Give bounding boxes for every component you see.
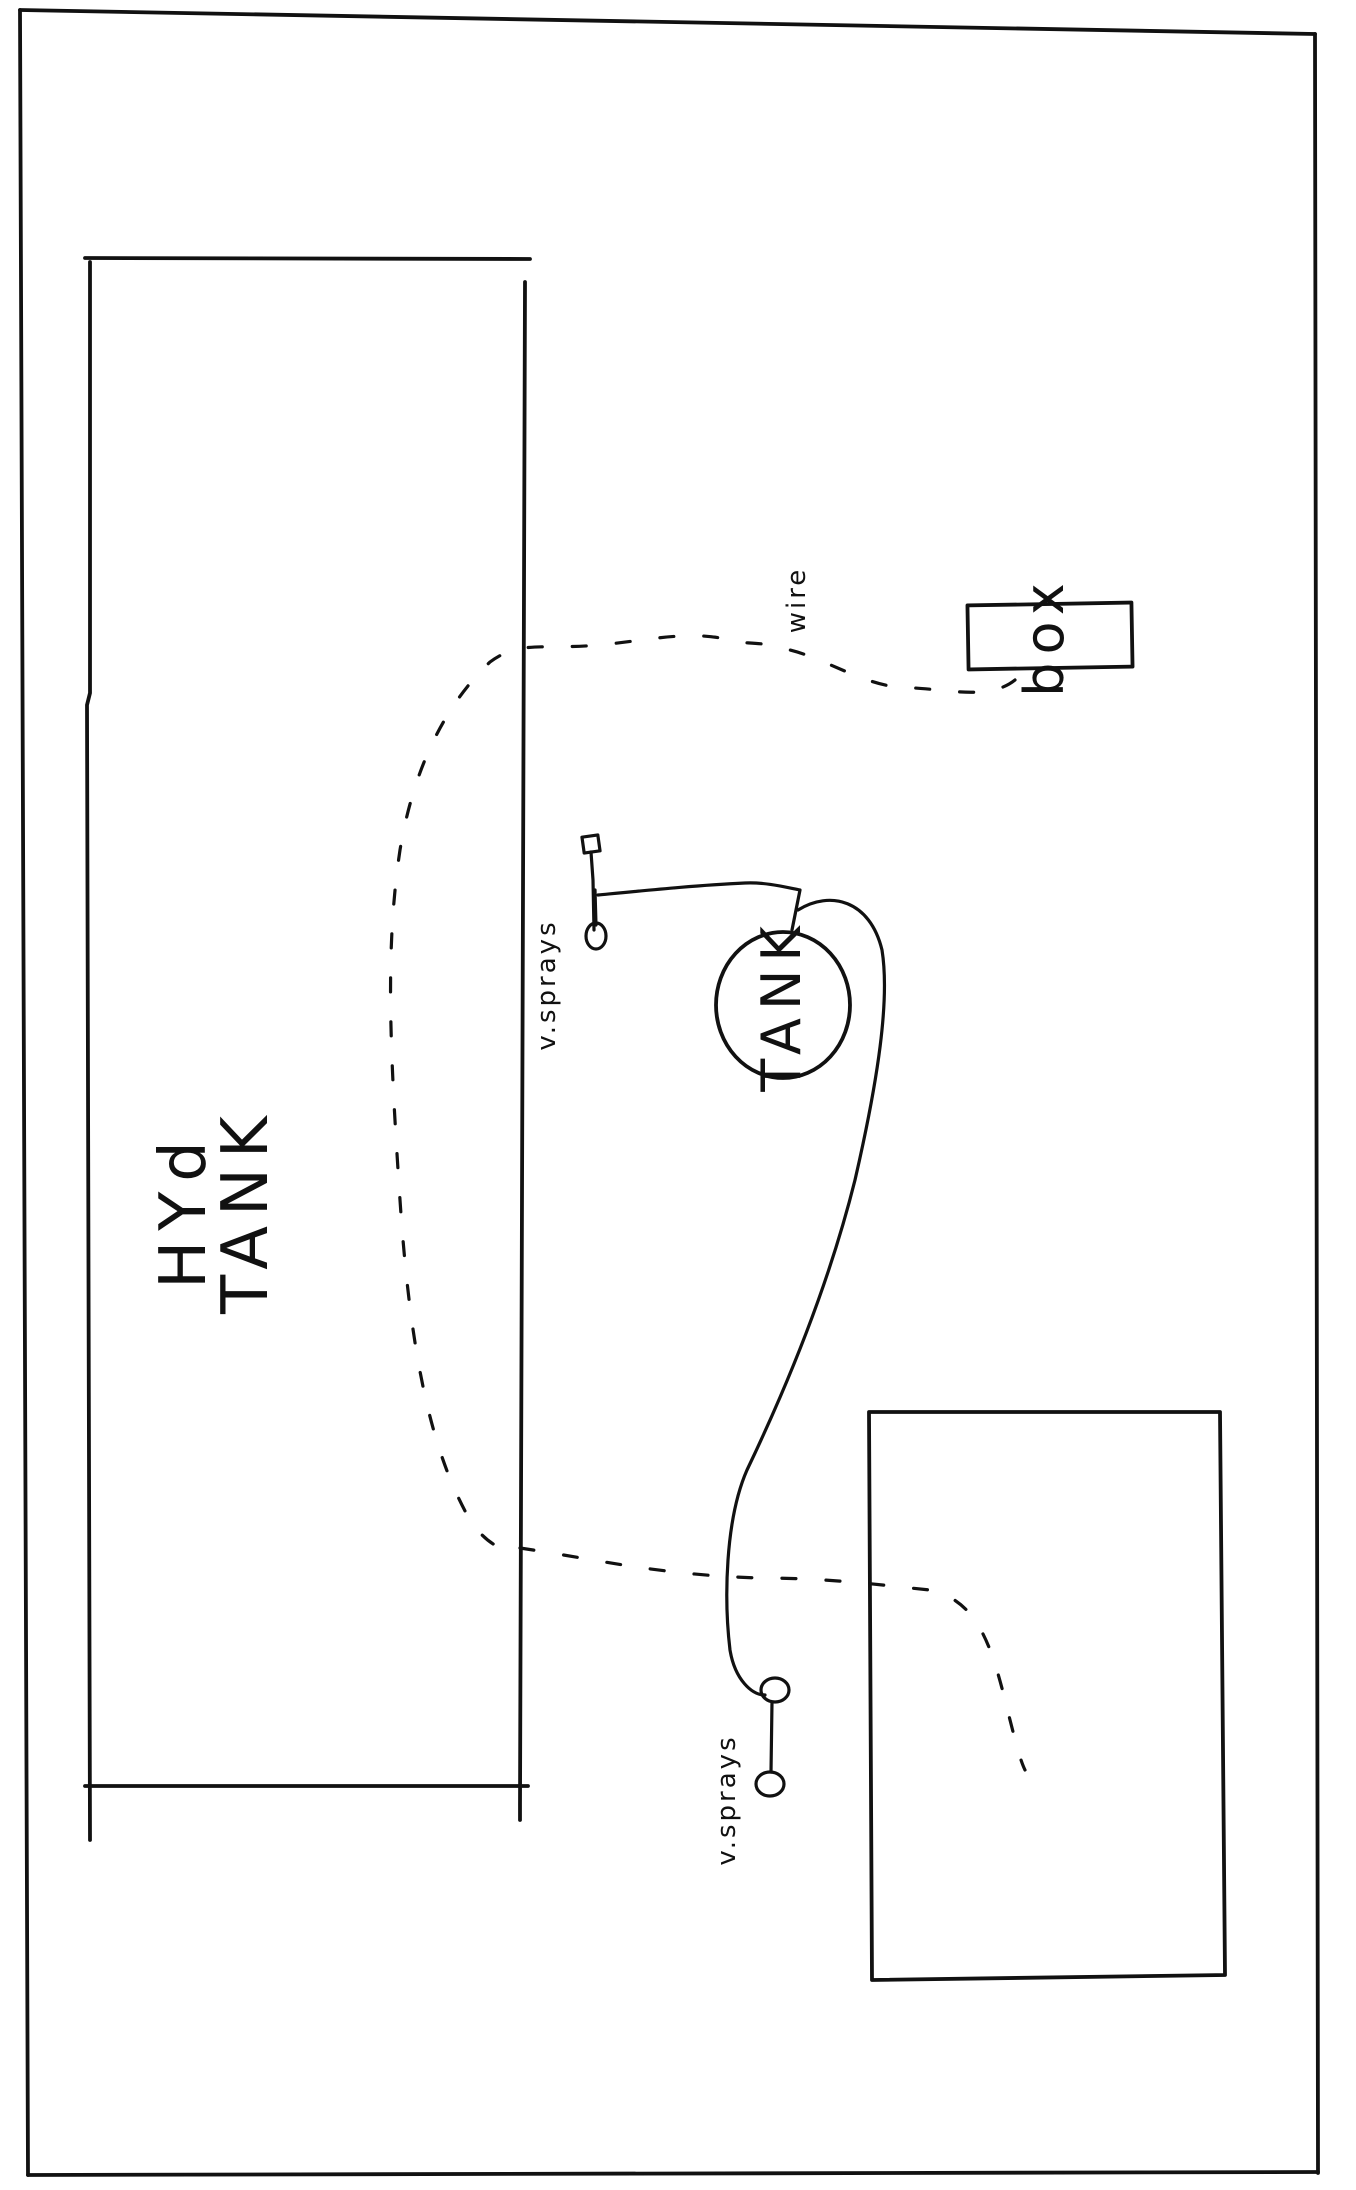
top-spray-nozzle (580, 833, 608, 951)
hyd-tank-outline (83, 256, 532, 1842)
v-sprays-top-label: v.sprays (532, 919, 562, 1050)
outer-frame (18, 8, 1320, 2177)
electrical-box (965, 600, 1135, 672)
second-tank-outline (867, 1410, 1227, 1982)
v-sprays-bottom-label: v.sprays (712, 1734, 742, 1865)
hyd-tank-label: HYd TANK (147, 1106, 283, 1315)
bottom-spray-nozzle (754, 1676, 791, 1798)
small-tank-circle (714, 930, 852, 1080)
hyd-label-line1: HYd (147, 1131, 221, 1289)
wire-label: wire (782, 567, 812, 634)
hyd-label-line2: TANK (209, 1106, 283, 1315)
wire-run (388, 634, 1027, 1772)
box-label: box (1013, 575, 1076, 697)
small-tank-label: TANK (750, 918, 813, 1093)
spray-pipes (596, 881, 887, 1697)
